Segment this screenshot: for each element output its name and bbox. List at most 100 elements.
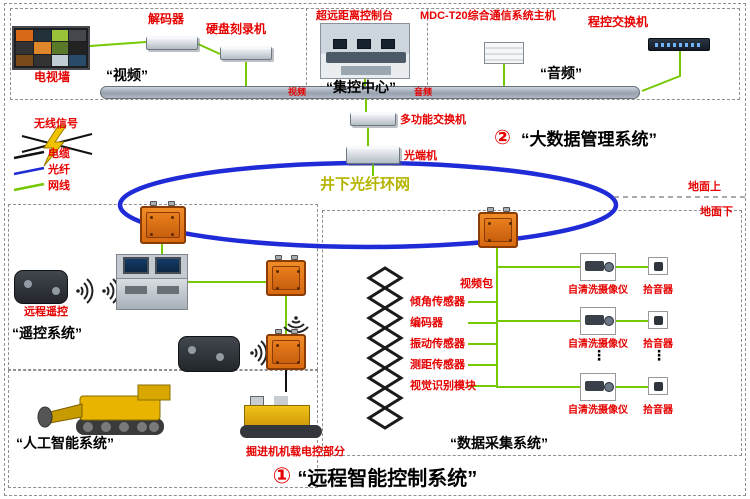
remote-controller-image: [14, 270, 68, 304]
flameproof-box-machine: [266, 329, 306, 370]
outer-frame: [4, 3, 746, 496]
sensor-label: 视觉识别模块: [410, 380, 476, 392]
network-lines: [89, 41, 681, 388]
remote-controller-image: [178, 336, 240, 372]
tv-cell: [51, 30, 69, 42]
cable-gland: [150, 201, 157, 206]
pickup-label: 拾音器: [643, 339, 673, 350]
tv-cell: [16, 54, 33, 66]
sensor-label: 倾角传感器: [410, 296, 465, 308]
big-data-label: “大数据管理系统”: [521, 130, 657, 149]
camera-label: 自清洗摄像仪: [568, 285, 628, 296]
diagram-title: ① “远程智能控制系统”: [150, 460, 600, 492]
camera-icon: [580, 307, 616, 335]
pickup-icon: [648, 377, 668, 395]
flameproof-box-relay: [266, 255, 306, 296]
flameproof-box-daq: [478, 207, 518, 248]
control-center-label: “集控中心”: [326, 79, 396, 95]
machine-body: [244, 405, 310, 427]
pickup-label: 拾音器: [643, 405, 673, 416]
video-section-divider: [306, 8, 307, 100]
daq-frame: [322, 210, 742, 456]
fiber-ring-label: 井下光纤环网: [320, 176, 411, 193]
pickup-label: 拾音器: [643, 285, 673, 296]
desk-base: [341, 66, 391, 75]
tv-cell: [33, 30, 51, 42]
ground-below-label: 地面下: [700, 206, 733, 218]
cable-gland: [487, 207, 494, 212]
audio-group-label: “音频”: [540, 65, 582, 81]
machine-part-label: 掘进机机载电控部分: [246, 446, 345, 458]
cable-gland: [168, 201, 175, 206]
ground-above-label: 地面上: [688, 181, 721, 193]
tv-cell: [69, 54, 86, 66]
tv-wall-image: [12, 26, 90, 70]
legend-cable-line: [13, 150, 45, 160]
roadheader-image: [37, 384, 171, 435]
wifi-icon: [249, 340, 268, 366]
title-number: ①: [272, 463, 292, 488]
tv-cell: [51, 54, 69, 66]
lightning-icon: [43, 125, 67, 167]
bolts: [150, 216, 153, 219]
flameproof-box-substation: [140, 201, 186, 244]
bus-tag-audio: 音频: [414, 87, 433, 97]
monitor: [381, 39, 395, 49]
backbone-bus: [100, 86, 640, 99]
bolts: [276, 344, 279, 347]
tv-cell: [69, 42, 86, 54]
legend-cable-label: 电缆: [48, 148, 70, 160]
console-keyboard: [125, 286, 147, 294]
ai-system-label: “人工智能系统”: [16, 435, 114, 451]
legend-network-line: [13, 182, 45, 192]
legend-fiber-line: [13, 166, 45, 176]
legend-network-label: 网线: [48, 180, 70, 192]
bolts: [488, 222, 491, 225]
recorder-device: [220, 46, 272, 60]
tv-cell: [33, 54, 51, 66]
optical-terminal-label: 光端机: [404, 150, 437, 162]
monitor: [333, 39, 347, 49]
pickup-icon: [648, 311, 668, 329]
camera-label: 自清洗摄像仪: [568, 339, 628, 350]
wifi-icon: [75, 278, 94, 304]
tv-cell: [69, 30, 86, 42]
wireless-signal-label: 无线信号: [34, 118, 78, 130]
ellipsis-dots: ⋮: [592, 347, 606, 363]
camera-label: 自清洗摄像仪: [568, 405, 628, 416]
console-screen: [155, 257, 181, 274]
pbx-label: 程控交换机: [588, 15, 649, 29]
tv-cell: [33, 42, 51, 54]
box-panel: [146, 212, 180, 238]
box-panel: [272, 340, 300, 364]
camera-icon: [580, 253, 616, 281]
sensor-label: 测距传感器: [410, 359, 465, 371]
video-pack-label: 视频包: [460, 278, 493, 290]
console-keyboard: [157, 286, 179, 294]
tv-cell: [51, 42, 69, 54]
cable-chain-icon: [366, 266, 404, 430]
sensor-label: 振动传感器: [410, 338, 465, 350]
big-data-number: ②: [494, 127, 511, 149]
monitor: [357, 39, 371, 49]
multi-switch-device: [350, 112, 396, 126]
video-group-label: “视频”: [106, 67, 148, 83]
bolts: [276, 270, 279, 273]
cable-gland: [291, 329, 298, 334]
legend-fiber-label: 光纤: [48, 164, 70, 176]
audio-section-divider: [427, 8, 428, 100]
daq-system-label: “数据采集系统”: [450, 435, 548, 451]
box-panel: [484, 218, 512, 242]
ellipsis-dots: ⋮: [652, 347, 666, 363]
desk: [326, 52, 406, 63]
cable-gland: [291, 255, 298, 260]
surface-section-frame: [10, 8, 740, 100]
remote-console-label: 超远距离控制台: [316, 10, 393, 22]
mdc-host-device: [484, 42, 524, 64]
pickup-icon: [648, 257, 668, 275]
pbx-device: [648, 38, 710, 51]
camera-icon: [580, 373, 616, 401]
sensor-label: 编码器: [410, 317, 443, 329]
tv-cell: [16, 30, 33, 42]
